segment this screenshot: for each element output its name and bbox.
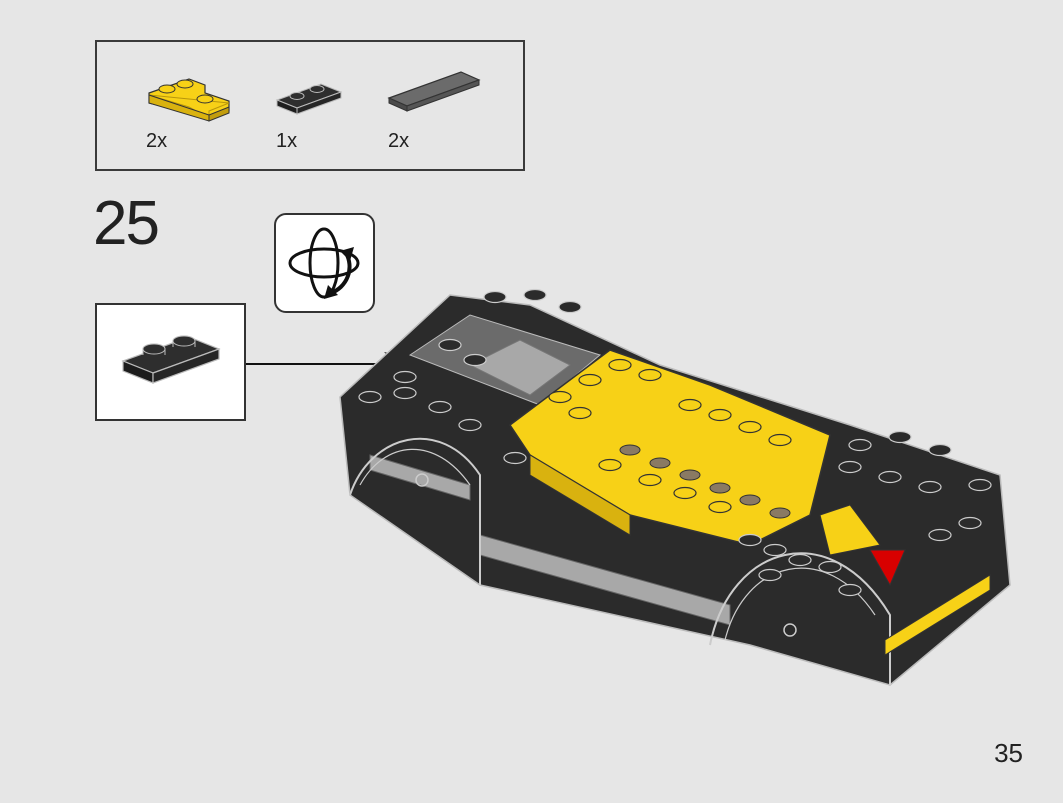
callout-part-box — [95, 303, 246, 421]
black-plate-1x2-icon — [121, 335, 221, 384]
yellow-corner-plate-icon — [148, 78, 230, 122]
black-plate-1x2-icon — [275, 83, 343, 115]
rotate-model-button — [274, 213, 375, 313]
grey-tile-icon — [387, 71, 481, 112]
parts-qty-3: 2x — [388, 130, 410, 152]
page-number: 35 — [994, 738, 1023, 768]
parts-qty-1: 2x — [146, 130, 168, 152]
step-number: 25 — [93, 189, 160, 258]
rotate-model-icon — [288, 227, 360, 299]
parts-qty-2: 1x — [276, 130, 298, 152]
car-model-illustration — [339, 288, 1011, 686]
parts-list-box: 2x 1x 2x — [95, 40, 525, 171]
